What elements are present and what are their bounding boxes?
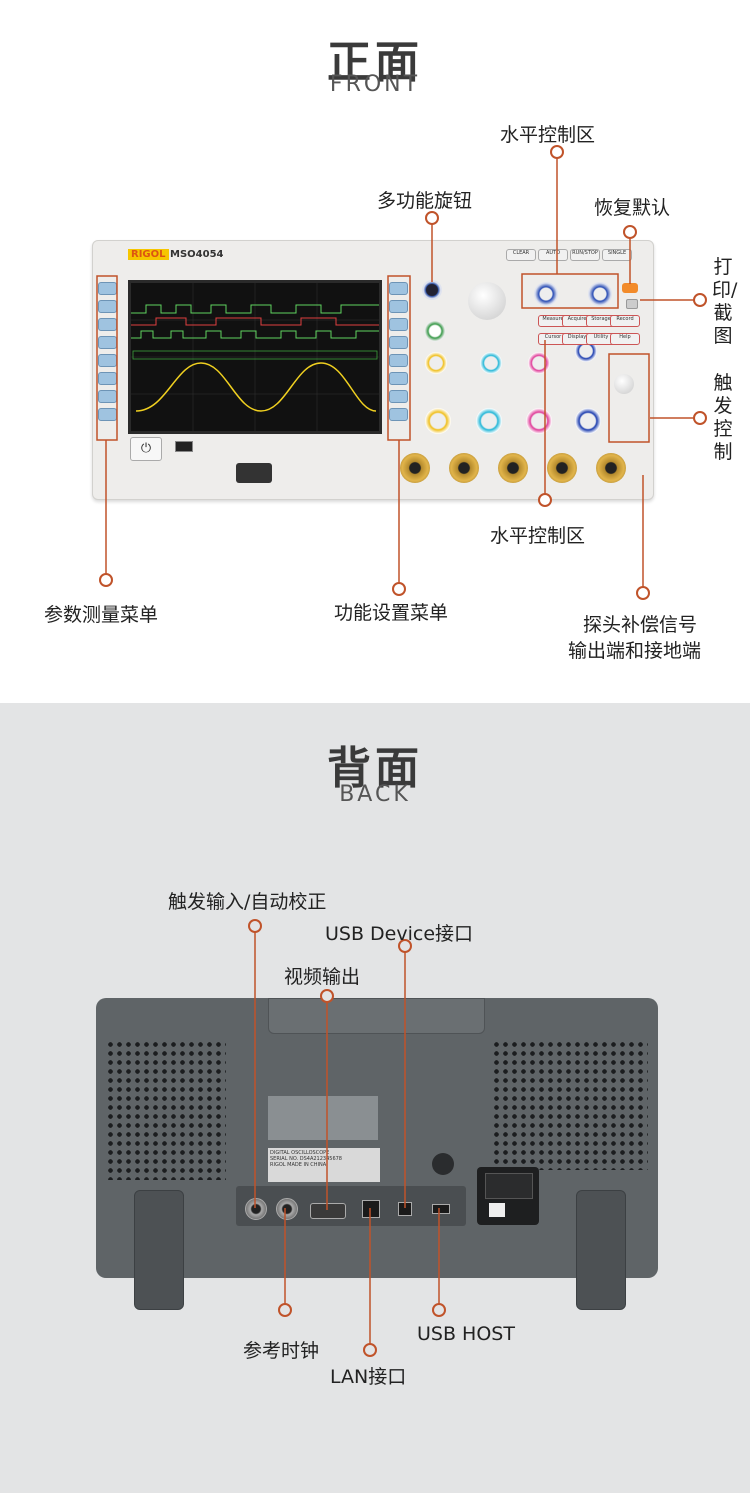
ch4-position-knob[interactable] bbox=[575, 340, 597, 362]
ext-trig-connector[interactable] bbox=[596, 453, 626, 483]
function-menu-button-1[interactable] bbox=[389, 282, 408, 295]
function-menu-button-4[interactable] bbox=[389, 336, 408, 349]
multifunction-knob[interactable] bbox=[422, 280, 442, 300]
rear-io-panel bbox=[236, 1186, 466, 1226]
ch2-position-knob[interactable] bbox=[480, 352, 502, 374]
compliance-label bbox=[268, 1096, 378, 1140]
label-default-setup: 恢复默认 bbox=[594, 197, 671, 219]
run-stop-button[interactable]: RUN/STOP bbox=[570, 249, 600, 261]
label-print-screen: 打印/截图 bbox=[712, 256, 738, 347]
ch3-input-connector[interactable] bbox=[498, 453, 528, 483]
label-trigger-in: 触发输入/自动校正 bbox=[168, 891, 327, 913]
model-name: MSO4054 bbox=[170, 249, 224, 260]
usb-host-port[interactable] bbox=[432, 1204, 450, 1214]
function-menu-button-8[interactable] bbox=[389, 408, 408, 421]
function-menu-button-2[interactable] bbox=[389, 300, 408, 313]
back-title: 背面 bbox=[327, 743, 423, 794]
label-horizontal-control-bottom: 水平控制区 bbox=[490, 525, 586, 547]
trigger-level-knob[interactable] bbox=[614, 374, 634, 394]
ch1-scale-knob[interactable] bbox=[425, 408, 451, 434]
ref-clock-bnc[interactable] bbox=[276, 1198, 298, 1220]
record-button[interactable]: Record bbox=[610, 315, 640, 327]
auto-button[interactable]: AUTO bbox=[538, 249, 568, 261]
label-multifunction-knob: 多功能旋钮 bbox=[377, 190, 473, 212]
navigation-knob[interactable] bbox=[468, 282, 506, 320]
brand-logo: RIGOL bbox=[128, 249, 169, 260]
power-inlet[interactable] bbox=[477, 1167, 539, 1225]
label-horizontal-control-top: 水平控制区 bbox=[500, 124, 596, 146]
label-trigger-control: 触发控制 bbox=[713, 372, 733, 463]
back-subtitle: BACK bbox=[339, 782, 411, 807]
left-vent-grille bbox=[106, 1040, 226, 1180]
ch1-input-connector[interactable] bbox=[400, 453, 430, 483]
left-rear-foot bbox=[134, 1190, 184, 1310]
ac-socket bbox=[485, 1173, 533, 1199]
security-lock-slot bbox=[432, 1153, 454, 1175]
ch4-input-connector[interactable] bbox=[547, 453, 577, 483]
print-button[interactable] bbox=[626, 299, 638, 309]
function-menu-button-7[interactable] bbox=[389, 390, 408, 403]
nameplate-serial: DS4A212345678 bbox=[299, 1156, 342, 1162]
front-callout-lines bbox=[96, 145, 707, 600]
nameplate-serial-label: SERIAL NO. bbox=[270, 1156, 299, 1162]
ch2-input-connector[interactable] bbox=[449, 453, 479, 483]
label-function-menu: 功能设置菜单 bbox=[334, 602, 449, 624]
ch4-scale-knob[interactable] bbox=[575, 408, 601, 434]
rear-handle bbox=[268, 998, 485, 1034]
nameplate-model: DIGITAL OSCILLOSCOPE bbox=[270, 1150, 330, 1156]
horizontal-position-knob[interactable] bbox=[534, 282, 558, 306]
horizontal-scale-knob[interactable] bbox=[588, 282, 612, 306]
single-button[interactable]: SINGLE bbox=[602, 249, 632, 261]
ch2-scale-knob[interactable] bbox=[476, 408, 502, 434]
front-subtitle: FRONT bbox=[329, 72, 421, 97]
default-setup-button[interactable] bbox=[622, 283, 638, 293]
function-menu-button-5[interactable] bbox=[389, 354, 408, 367]
ch3-scale-knob[interactable] bbox=[526, 408, 552, 434]
help-button[interactable]: Help bbox=[610, 333, 640, 345]
label-usb-host: USB HOST bbox=[417, 1323, 515, 1345]
waveform-display bbox=[131, 283, 379, 431]
la-knob[interactable] bbox=[424, 320, 446, 342]
label-video-out: 视频输出 bbox=[284, 966, 361, 988]
clear-button[interactable]: CLEAR bbox=[506, 249, 536, 261]
label-probe-compensation-line1: 探头补偿信号 bbox=[583, 614, 698, 636]
power-button[interactable]: ⏻ bbox=[130, 437, 162, 461]
power-switch[interactable] bbox=[489, 1203, 505, 1217]
label-usb-device: USB Device接口 bbox=[325, 923, 474, 945]
video-out-port[interactable] bbox=[310, 1203, 346, 1219]
function-menu-button-3[interactable] bbox=[389, 318, 408, 331]
label-lan: LAN接口 bbox=[330, 1366, 407, 1388]
front-usb-port[interactable] bbox=[175, 441, 193, 452]
label-measure-menu: 参数测量菜单 bbox=[44, 604, 159, 626]
front-title: 正面 bbox=[327, 37, 423, 88]
trigger-in-bnc[interactable] bbox=[245, 1198, 267, 1220]
label-ref-clock: 参考时钟 bbox=[243, 1340, 320, 1362]
nameplate-brand: RIGOL bbox=[270, 1162, 286, 1168]
oscilloscope-screen bbox=[128, 280, 382, 434]
serial-nameplate: DIGITAL OSCILLOSCOPE SERIAL NO. DS4A2123… bbox=[268, 1148, 380, 1182]
nameplate-made-in: MADE IN CHINA bbox=[287, 1162, 327, 1168]
right-rear-foot bbox=[576, 1190, 626, 1310]
function-menu-button-6[interactable] bbox=[389, 372, 408, 385]
right-vent-grille bbox=[492, 1040, 648, 1170]
front-logic-port bbox=[236, 463, 272, 483]
label-probe-compensation-line2: 输出端和接地端 bbox=[568, 640, 702, 662]
ch1-position-knob[interactable] bbox=[425, 352, 447, 374]
lan-port[interactable] bbox=[362, 1200, 380, 1218]
